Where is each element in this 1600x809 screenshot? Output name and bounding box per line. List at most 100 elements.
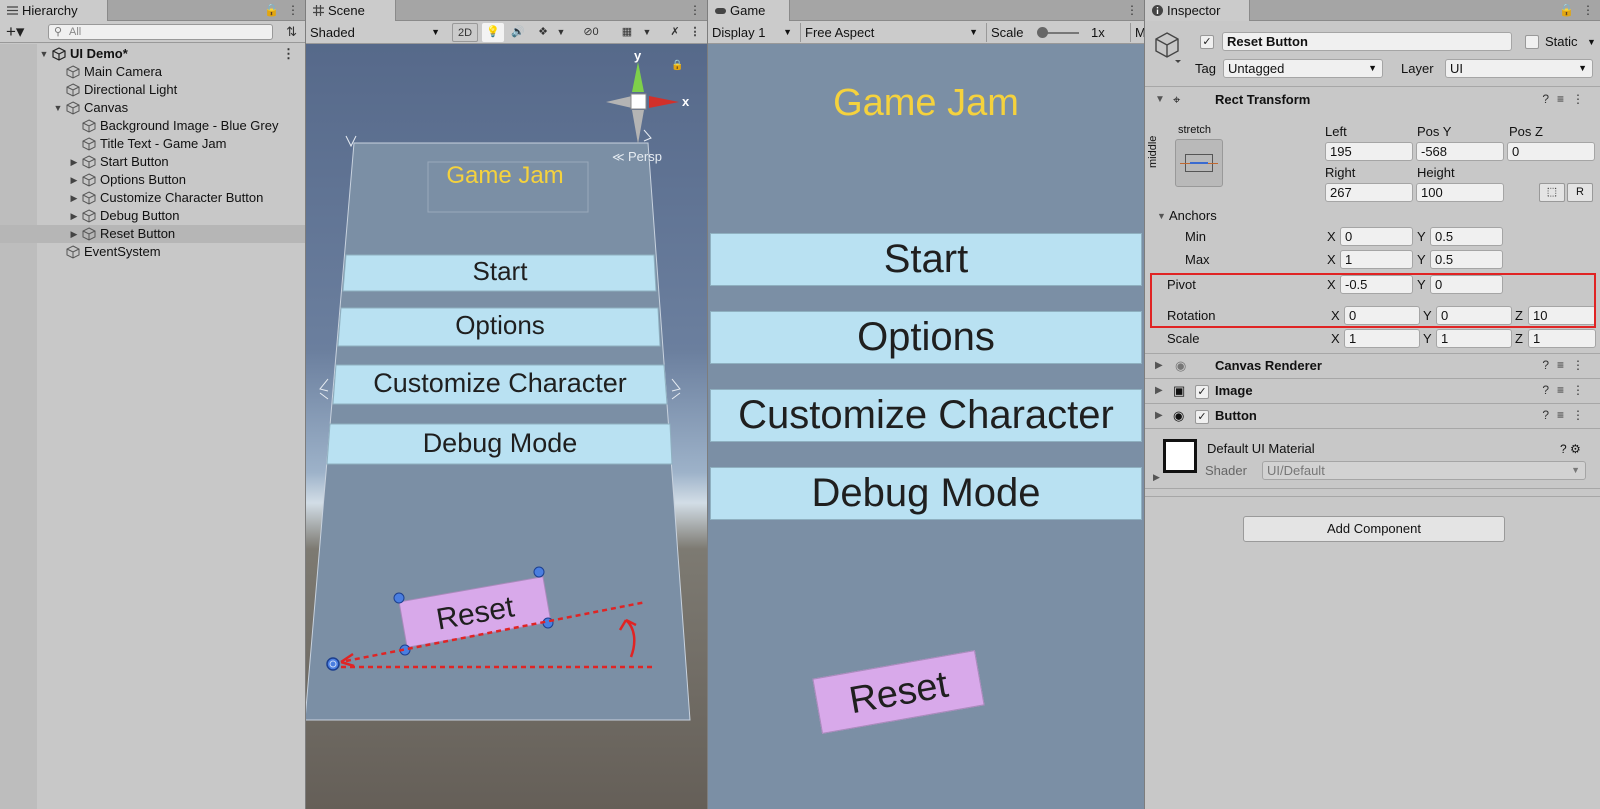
hierarchy-row[interactable]: ▶Reset Button (0, 225, 305, 243)
raw-edit-button[interactable]: R (1567, 183, 1593, 202)
scale-control[interactable]: Scale 1x (986, 23, 1126, 42)
button-enabled-checkbox[interactable]: ✓ (1195, 410, 1209, 424)
component-tools[interactable]: ?≡⋮ (1542, 383, 1592, 397)
hierarchy-search-input[interactable]: ⚲ All (48, 24, 273, 40)
rotation-x-field[interactable]: 0 (1344, 306, 1420, 325)
fold-right-icon[interactable]: ▶ (70, 175, 78, 185)
kebab-menu-icon[interactable]: ⋮ (1126, 3, 1138, 17)
anchor-marker-right[interactable] (671, 378, 681, 400)
add-component-button[interactable]: Add Component (1243, 516, 1505, 542)
scene-start-button[interactable] (342, 254, 657, 292)
hierarchy-row[interactable]: Background Image - Blue Grey (0, 117, 305, 135)
hierarchy-row[interactable]: ▶Debug Button (0, 207, 305, 225)
blueprint-mode-button[interactable]: ⬚ (1539, 183, 1565, 202)
anchor-marker-top-right[interactable] (643, 129, 652, 142)
height-field[interactable]: 100 (1416, 183, 1504, 202)
tag-dropdown[interactable]: Untagged ▼ (1223, 59, 1383, 78)
effects-chevron-icon[interactable]: ▼ (556, 27, 566, 37)
anchor-min-y-field[interactable]: 0.5 (1430, 227, 1503, 246)
fold-right-icon[interactable]: ▶ (70, 157, 78, 167)
scene-title-text[interactable]: Game Jam (446, 162, 563, 189)
canvas-renderer-header[interactable]: ▶ ◉ Canvas Renderer ?≡⋮ (1145, 355, 1600, 379)
hierarchy-row[interactable]: ▼UI Demo*⋮ (0, 45, 305, 63)
anchor-presets-button[interactable] (1175, 139, 1223, 187)
anchor-max-y-field[interactable]: 0.5 (1430, 250, 1503, 269)
hierarchy-row[interactable]: ▶Options Button (0, 171, 305, 189)
scale-y-field[interactable]: 1 (1436, 329, 1512, 348)
lighting-toggle-icon[interactable]: 💡 (482, 23, 504, 42)
game-extra-menu[interactable]: M (1130, 23, 1144, 42)
static-checkbox[interactable] (1525, 35, 1539, 49)
hidden-objects-icon[interactable]: ⊘0 (583, 26, 599, 38)
rect-transform-header[interactable]: ▼ ⌖ Rect Transform ?≡⋮ (1145, 89, 1600, 113)
anchor-min-x-field[interactable]: 0 (1340, 227, 1413, 246)
hierarchy-row[interactable]: ▼Canvas (0, 99, 305, 117)
game-debug-button[interactable]: Debug Mode (710, 467, 1142, 520)
hierarchy-row[interactable]: ▶Customize Character Button (0, 189, 305, 207)
lock-icon[interactable]: 🔒 (264, 3, 279, 17)
posz-field[interactable]: 0 (1507, 142, 1595, 161)
fold-right-icon[interactable]: ▶ (70, 193, 78, 203)
fold-right-icon[interactable]: ▶ (70, 211, 78, 221)
hierarchy-row[interactable]: ▶Start Button (0, 153, 305, 171)
scene-kebab-icon[interactable]: ⋮ (282, 46, 295, 61)
scene-reset-button[interactable]: Reset (398, 576, 552, 648)
game-start-button[interactable]: Start (710, 233, 1142, 286)
audio-toggle-icon[interactable]: 🔊 (511, 26, 525, 38)
lock-gizmo-icon[interactable]: 🔒 (671, 59, 683, 71)
pivot-y-field[interactable]: 0 (1430, 275, 1503, 294)
reset-handle-top-left[interactable] (393, 592, 405, 604)
component-tools[interactable]: ?≡⋮ (1542, 358, 1592, 372)
aspect-dropdown[interactable]: Free Aspect▼ (800, 23, 982, 42)
display-dropdown[interactable]: Display 1▼ (708, 23, 796, 42)
kebab-menu-icon[interactable]: ⋮ (1582, 3, 1594, 17)
tools-icon[interactable]: ✗ (670, 26, 680, 38)
projection-label[interactable]: Persp (628, 149, 662, 164)
scale-slider-thumb[interactable] (1037, 27, 1048, 38)
game-customize-button[interactable]: Customize Character (710, 389, 1142, 442)
left-field[interactable]: 195 (1325, 142, 1413, 161)
game-viewport[interactable]: Game Jam Start Options Customize Charact… (708, 44, 1144, 809)
hierarchy-row[interactable]: Main Camera (0, 63, 305, 81)
scene-debug-button[interactable] (326, 423, 673, 465)
anchor-max-x-field[interactable]: 1 (1340, 250, 1413, 269)
anchor-marker-top-left[interactable] (345, 135, 357, 148)
effects-toggle-icon[interactable]: ❖ (538, 26, 548, 38)
scene-customize-button[interactable] (332, 364, 668, 405)
material-fold-icon[interactable]: ▶ (1153, 472, 1160, 482)
hierarchy-row[interactable]: Directional Light (0, 81, 305, 99)
image-enabled-checkbox[interactable]: ✓ (1195, 385, 1209, 399)
scene-viewport[interactable]: Game Jam Start Options Customize Charact… (306, 44, 707, 809)
anchor-marker-left[interactable] (319, 378, 329, 400)
material-help-icon[interactable]: ? ⚙ (1560, 442, 1581, 456)
tab-inspector[interactable]: Inspector (1145, 0, 1250, 21)
fold-down-icon[interactable]: ▼ (39, 49, 49, 59)
pivot-handle[interactable] (326, 657, 340, 671)
scale-x-field[interactable]: 1 (1344, 329, 1420, 348)
game-options-button[interactable]: Options (710, 311, 1142, 364)
lock-icon[interactable]: 🔒 (1559, 3, 1574, 17)
fold-right-icon[interactable]: ▶ (70, 229, 78, 239)
component-tools[interactable]: ?≡⋮ (1542, 92, 1592, 106)
material-swatch[interactable] (1163, 439, 1197, 473)
image-header[interactable]: ▶ ▣ ✓ Image ?≡⋮ (1145, 380, 1600, 404)
tab-game[interactable]: Game (708, 0, 790, 21)
grid-chevron-icon[interactable]: ▼ (642, 27, 652, 37)
scale-z-field[interactable]: 1 (1528, 329, 1596, 348)
object-name-field[interactable]: Reset Button (1222, 32, 1512, 51)
game-reset-button[interactable]: Reset (812, 650, 985, 734)
scene-orientation-gizmo[interactable]: y x (606, 48, 690, 144)
anchors-fold-icon[interactable]: ▼ (1157, 211, 1166, 221)
toggle-2d-button[interactable]: 2D (452, 23, 478, 42)
button-header[interactable]: ▶ ◉ ✓ Button ?≡⋮ (1145, 405, 1600, 429)
fold-down-icon[interactable]: ▼ (53, 103, 63, 113)
scene-kebab-icon[interactable]: ⋮ (689, 26, 701, 38)
reset-handle-top-right[interactable] (533, 566, 545, 578)
hierarchy-row[interactable]: EventSystem (0, 243, 305, 261)
right-field[interactable]: 267 (1325, 183, 1413, 202)
component-tools[interactable]: ?≡⋮ (1542, 408, 1592, 422)
static-chevron-icon[interactable]: ▼ (1587, 37, 1596, 47)
scene-options-button[interactable] (337, 307, 661, 347)
shader-dropdown[interactable]: UI/Default ▼ (1262, 461, 1586, 480)
rotation-z-field[interactable]: 10 (1528, 306, 1596, 325)
